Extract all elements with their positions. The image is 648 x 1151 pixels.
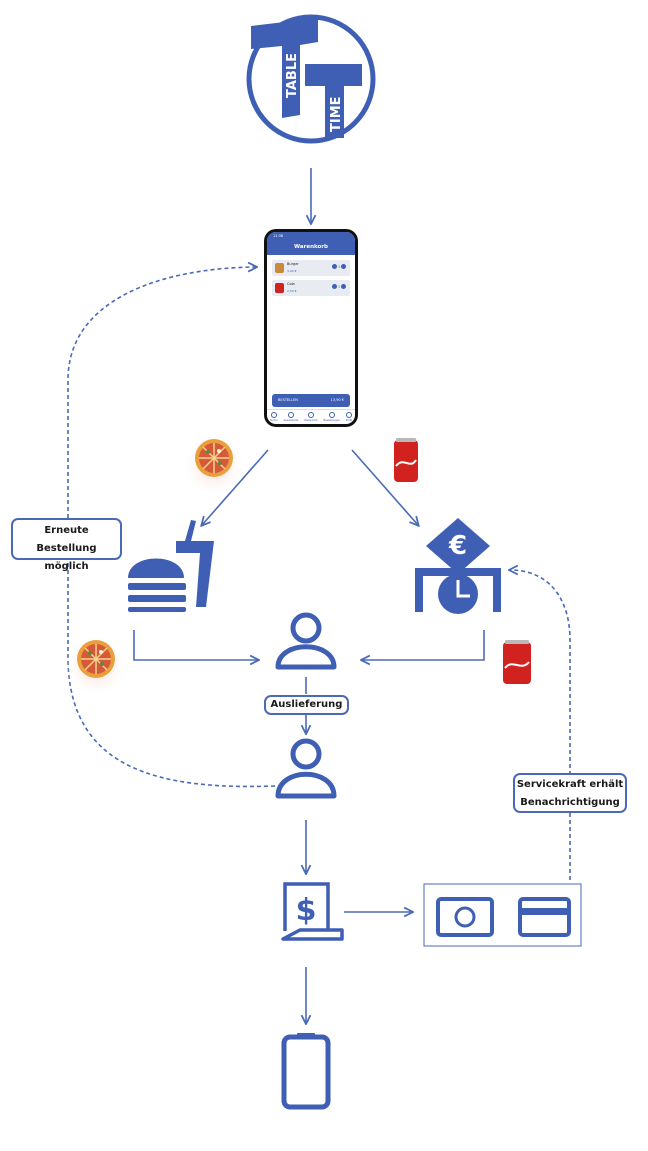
order-button-label: BESTELLEN (278, 398, 298, 402)
cart-item-price: 2,50 € (287, 289, 297, 293)
tab-cart[interactable]: Warenkorb (304, 412, 318, 422)
dollar-receipt-icon: $ (281, 882, 344, 941)
cart-item-price: 3,00 € (287, 269, 297, 273)
delivery-label: Auslieferung (264, 695, 349, 715)
quantity-stepper[interactable]: 1 (331, 284, 347, 289)
quantity-stepper[interactable]: 1 (331, 264, 347, 269)
burger-thumb-icon (275, 263, 284, 273)
notify-loop (510, 570, 571, 880)
credit-card-icon (518, 897, 571, 937)
order-button[interactable]: BESTELLEN 13,90 € (272, 394, 350, 407)
reorder-possible-label: Erneute Bestellung möglich (11, 518, 122, 572)
tablet-icon (281, 1033, 331, 1110)
arrow-bar-to-waiter (362, 630, 485, 660)
tab-profile[interactable]: Profil (346, 412, 352, 422)
logo-word-time: TIME (329, 96, 344, 132)
smartphone-cart-mockup: 11:38 Warenkorb Burger 3,00 € 1 Cola 2,5… (264, 229, 358, 427)
table-time-logo: TABLE TIME (246, 14, 376, 144)
pizza-icon (182, 433, 246, 497)
phone-tab-bar: Suche Speisekarte Warenkorb Bestellungen… (267, 409, 355, 424)
svg-text:€: € (448, 531, 467, 561)
arrow-kitchen-to-waiter (133, 630, 258, 660)
cola-thumb-icon (275, 283, 284, 293)
tab-search[interactable]: Suche (270, 412, 278, 422)
tab-menu[interactable]: Speisekarte (284, 412, 298, 422)
cart-item-name: Cola (287, 282, 295, 286)
tab-orders[interactable]: Bestellungen (324, 412, 340, 422)
cart-title: Warenkorb (267, 241, 355, 255)
cola-can-icon (503, 640, 531, 684)
euro-clock-counter-icon: € (415, 518, 501, 614)
burger-drink-icon (128, 520, 214, 612)
payment-methods-box (423, 883, 582, 947)
order-total: 13,90 € (330, 398, 344, 402)
banknote-icon (436, 897, 494, 937)
flow-arrows (133, 168, 485, 1023)
cart-item[interactable]: Cola 2,50 € 1 (272, 280, 350, 296)
cola-can-icon (394, 438, 418, 482)
reorder-loop (67, 267, 276, 788)
dashed-loops (67, 267, 571, 880)
guest-person-icon (275, 738, 337, 799)
cart-item-name: Burger (287, 262, 299, 266)
logo-word-table: TABLE (285, 53, 300, 98)
phone-status-bar: 11:38 (267, 232, 355, 241)
arrow-phone-to-bar (351, 449, 418, 525)
staff-notification-label: Servicekraft erhält Benachrichtigung (513, 773, 627, 813)
waiter-person-icon (275, 612, 337, 670)
svg-text:$: $ (296, 893, 317, 928)
cart-item[interactable]: Burger 3,00 € 1 (272, 260, 350, 276)
pizza-icon (64, 634, 128, 698)
